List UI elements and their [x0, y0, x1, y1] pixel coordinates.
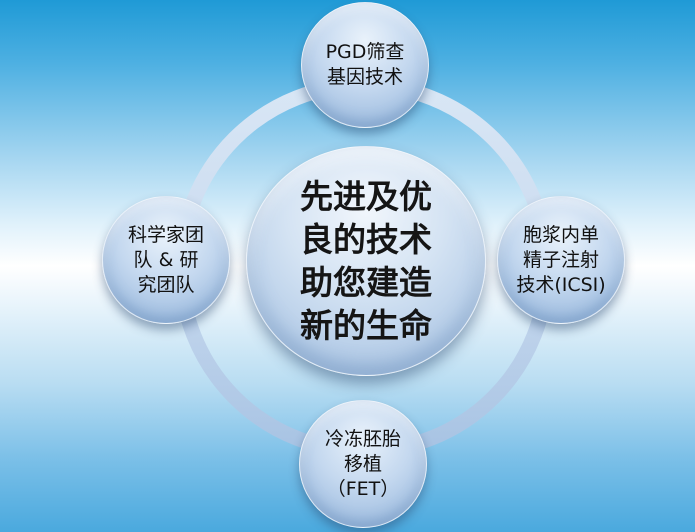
bottom-node: 冷冻胚胎 移植 （FET） — [299, 400, 427, 528]
left-node-line-3: 究团队 — [137, 273, 195, 296]
right-node-line-1: 胞浆内单 — [522, 223, 599, 246]
right-node-line-3: 技术(ICSI) — [516, 273, 606, 296]
bottom-node-line-3: （FET） — [326, 477, 400, 500]
center-line-1: 先进及优 — [300, 177, 432, 216]
center-line-3: 助您建造 — [300, 263, 432, 302]
center-node: 先进及优 良的技术 助您建造 新的生命 — [246, 146, 486, 376]
top-node: PGD筛查 基因技术 — [301, 2, 429, 128]
bottom-node-line-1: 冷冻胚胎 — [324, 427, 401, 450]
center-line-4: 新的生命 — [300, 306, 432, 345]
bottom-node-line-2: 移植 — [343, 452, 382, 475]
left-node-line-2: 队 & 研 — [133, 248, 199, 271]
top-node-line-1: PGD筛查 — [325, 41, 405, 63]
left-node-line-1: 科学家团 — [127, 223, 204, 246]
top-node-line-2: 基因技术 — [326, 66, 403, 88]
right-node: 胞浆内单 精子注射 技术(ICSI) — [497, 196, 625, 324]
right-node-line-2: 精子注射 — [522, 248, 599, 271]
left-node: 科学家团 队 & 研 究团队 — [102, 196, 230, 324]
center-line-2: 良的技术 — [300, 220, 432, 259]
